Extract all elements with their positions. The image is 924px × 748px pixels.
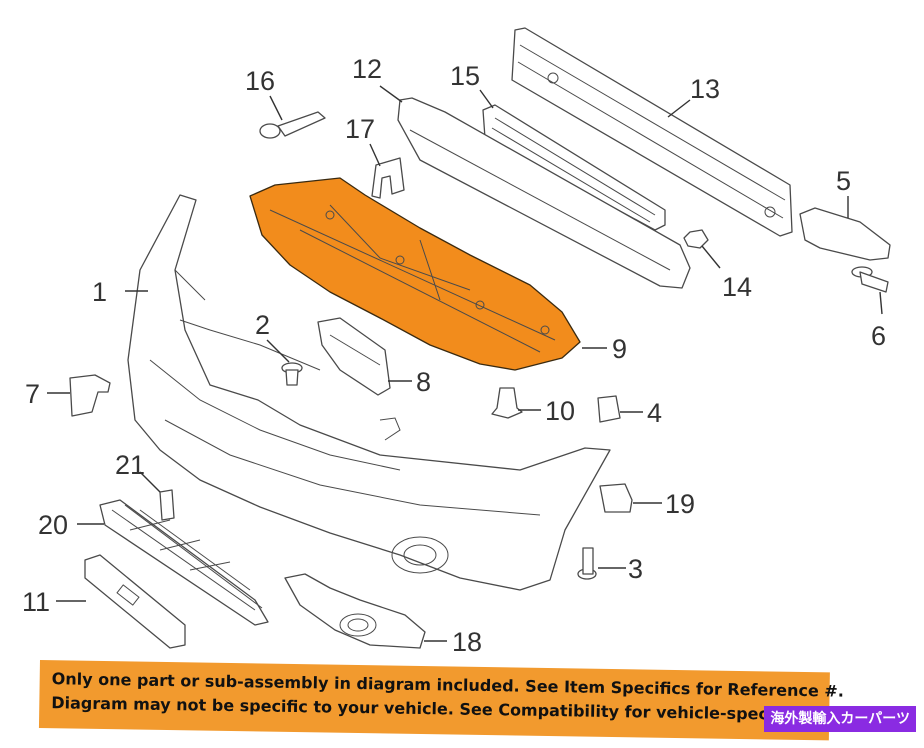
callout-13: 13 bbox=[690, 74, 720, 104]
callout-19: 19 bbox=[665, 489, 695, 519]
part-16-clip bbox=[259, 111, 326, 139]
part-5-bracket bbox=[799, 207, 891, 261]
disclaimer-banner: Only one part or sub-assembly in diagram… bbox=[38, 660, 844, 741]
callout-8: 8 bbox=[416, 367, 431, 397]
callout-11: 11 bbox=[22, 587, 50, 617]
callout-18: 18 bbox=[452, 627, 482, 657]
callout-1: 1 bbox=[92, 277, 107, 307]
callout-21: 21 bbox=[115, 450, 145, 480]
callout-5: 5 bbox=[836, 166, 851, 196]
callout-2: 2 bbox=[255, 310, 270, 340]
callout-10: 10 bbox=[545, 396, 575, 426]
part-10-clip bbox=[491, 387, 523, 419]
callout-7: 7 bbox=[25, 379, 40, 409]
part-2-bolt bbox=[281, 362, 303, 386]
part-8-bracket bbox=[317, 317, 391, 396]
part-6-bolt bbox=[851, 266, 889, 293]
callout-labels: 1 2 3 4 5 6 7 8 9 10 11 12 13 14 15 16 1… bbox=[22, 54, 886, 657]
callout-14: 14 bbox=[722, 272, 752, 302]
part-13-reinforcement-beam bbox=[511, 27, 793, 237]
part-9-under-cover bbox=[249, 177, 581, 371]
callout-4: 4 bbox=[647, 398, 662, 428]
callout-17: 17 bbox=[345, 114, 375, 144]
part-12-foam-absorber bbox=[397, 97, 691, 289]
part-14-nut bbox=[683, 229, 709, 249]
callout-15: 15 bbox=[450, 61, 480, 91]
part-3-bolt bbox=[577, 547, 597, 580]
callout-3: 3 bbox=[628, 554, 643, 584]
part-7-cap bbox=[69, 374, 111, 417]
callout-16: 16 bbox=[245, 66, 275, 96]
callout-20: 20 bbox=[38, 510, 68, 540]
part-1-bumper-cover bbox=[127, 194, 611, 591]
part-11-plate-bracket bbox=[84, 554, 186, 649]
leader-lines bbox=[47, 85, 883, 642]
callout-12: 12 bbox=[352, 54, 382, 84]
part-20-grille bbox=[99, 499, 269, 626]
seller-watermark: 海外製輸入カーパーツ bbox=[764, 706, 916, 732]
callout-9: 9 bbox=[612, 334, 627, 364]
part-4-clip bbox=[597, 395, 621, 423]
part-21-clip bbox=[159, 489, 175, 521]
part-17-bracket bbox=[371, 157, 405, 199]
callout-6: 6 bbox=[871, 321, 886, 351]
part-19-bracket bbox=[599, 483, 633, 513]
part-18-fog-bezel bbox=[284, 573, 426, 649]
